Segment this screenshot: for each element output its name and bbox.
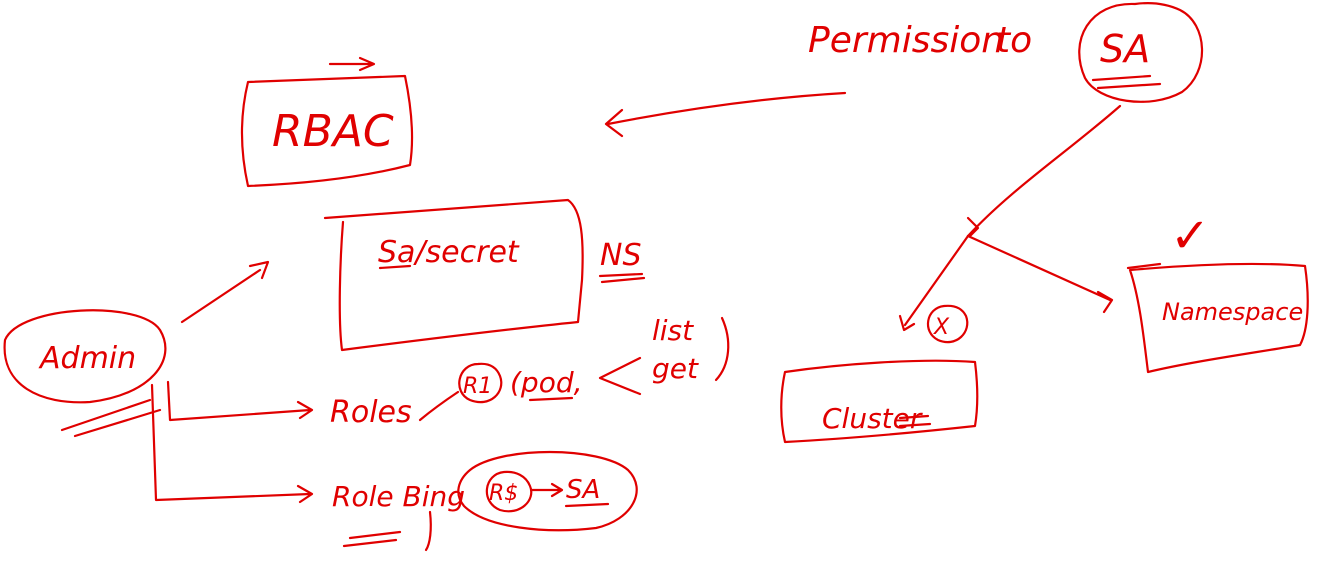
permission-label: Permission <box>808 20 1004 61</box>
rb-label: R$ <box>489 481 518 506</box>
branch-tick <box>966 216 980 238</box>
role-binding-label: Role Bing <box>332 480 465 513</box>
to-label: to <box>996 20 1032 61</box>
cluster-underline <box>898 414 932 428</box>
sa-down-line <box>966 104 1122 238</box>
role-binding-underline <box>342 530 402 548</box>
sa-top-underline <box>1091 74 1162 90</box>
sa-top-circle <box>1078 2 1204 103</box>
verbs-close-paren <box>714 316 730 382</box>
namespace-label: Namespace <box>1162 298 1303 326</box>
cross-circle <box>927 304 969 344</box>
rbac-box <box>240 74 414 188</box>
namespace-box-tick <box>1126 262 1162 270</box>
admin-to-rolebinding-arrow <box>150 383 314 504</box>
admin-underline <box>60 398 162 438</box>
binding-ellipse <box>457 450 638 532</box>
r1-label: R1 <box>463 374 492 399</box>
namespace-box <box>1128 262 1309 374</box>
admin-to-box-arrow <box>180 260 270 324</box>
admin-label: Admin <box>38 341 136 376</box>
admin-to-roles-arrow <box>166 380 314 422</box>
roles-label: Roles <box>330 395 412 430</box>
pod-label: (pod, <box>510 366 583 399</box>
branch-to-namespace-arrow <box>966 234 1114 314</box>
sa-secret-box <box>323 198 584 352</box>
check-mark: ✓ <box>1170 208 1210 264</box>
permission-arrow <box>604 91 847 138</box>
sa-binding-label: SA <box>566 475 600 505</box>
sa-secret-underline <box>378 264 412 270</box>
verbs-chevron <box>598 356 642 396</box>
admin-ellipse <box>3 309 167 404</box>
sa-secret-label: Sa/secret <box>378 235 520 270</box>
rbac-label: RBAC <box>272 106 394 157</box>
role-binding-tail <box>424 510 432 552</box>
ns-label: NS <box>600 238 641 273</box>
sa-top-label: SA <box>1100 27 1150 71</box>
rbac-box-accent <box>328 56 376 72</box>
roles-link <box>418 390 460 422</box>
ns-underline <box>598 272 646 284</box>
list-label: list <box>652 314 694 347</box>
cluster-box <box>780 359 979 444</box>
pod-underline <box>528 396 574 402</box>
sa-binding-underline <box>564 502 610 508</box>
cross-label: X <box>933 315 950 340</box>
get-label: get <box>652 352 699 385</box>
rb-circle <box>485 470 533 513</box>
branch-to-cluster-arrow <box>898 234 970 332</box>
rb-to-sa-arrow <box>530 482 564 498</box>
r1-circle <box>458 362 503 404</box>
